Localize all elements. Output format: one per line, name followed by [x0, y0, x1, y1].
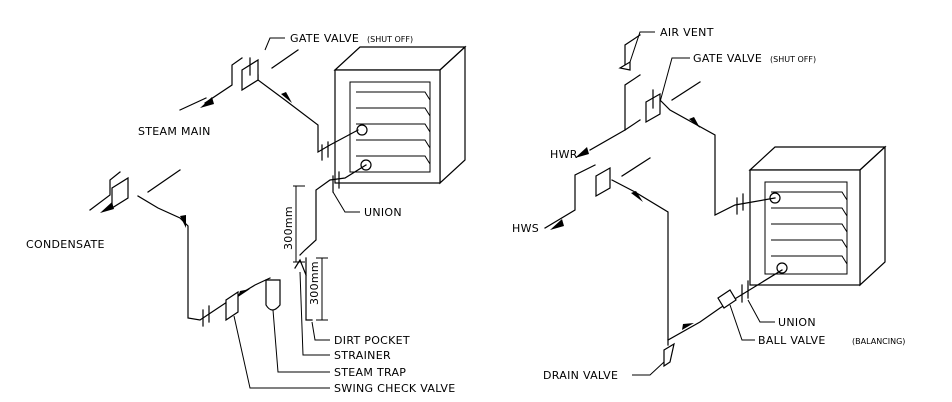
steam-trap-icon [265, 279, 281, 311]
ball-valve-label: BALL VALVE [758, 334, 826, 347]
dim-pocket-label: 300mm [308, 261, 321, 305]
ball-valve-note: (BALANCING) [852, 337, 905, 346]
steam-main-label: STEAM MAIN [138, 125, 211, 138]
water-leaders [629, 31, 775, 376]
dim-vertical-label: 300mm [282, 206, 295, 250]
condensate-gate-valve-icon [111, 176, 129, 210]
water-gate-valve-label: GATE VALVE [693, 52, 762, 65]
hwr-pipe [589, 34, 776, 216]
hws-pipe [544, 157, 783, 368]
ball-valve-icon [717, 289, 737, 309]
water-union-label: UNION [778, 316, 816, 329]
steam-unit-heater [333, 45, 467, 185]
swing-check-valve-label: SWING CHECK VALVE [334, 382, 456, 395]
steam-trap-label: STEAM TRAP [334, 366, 406, 379]
hot-water-unit-heater [748, 145, 887, 287]
steam-gate-valve-label: GATE VALVE [290, 32, 359, 45]
hws-gate-valve-icon [595, 166, 611, 198]
water-gate-valve-note: (SHUT OFF) [770, 55, 816, 64]
air-vent-icon [618, 60, 631, 71]
air-vent-label: AIR VENT [660, 26, 714, 39]
swing-check-valve-icon [225, 290, 239, 322]
dimension-lines [293, 185, 328, 321]
strainer-label: STRAINER [334, 349, 391, 362]
steam-gate-valve-note: (SHUT OFF) [367, 35, 413, 44]
dirt-pocket-label: DIRT POCKET [334, 334, 410, 347]
steam-supply-pipe [204, 49, 359, 161]
hws-label: HWS [512, 222, 539, 235]
steam-union-label: UNION [364, 206, 402, 219]
condensate-label: CONDENSATE [26, 238, 105, 251]
steam-leaders [233, 37, 360, 389]
drain-valve-icon [663, 342, 675, 368]
steam-flow-arrow-icon [200, 97, 214, 108]
drain-valve-label: DRAIN VALVE [543, 369, 618, 382]
condensate-pipe [89, 164, 367, 327]
hwr-label: HWR [550, 148, 578, 161]
